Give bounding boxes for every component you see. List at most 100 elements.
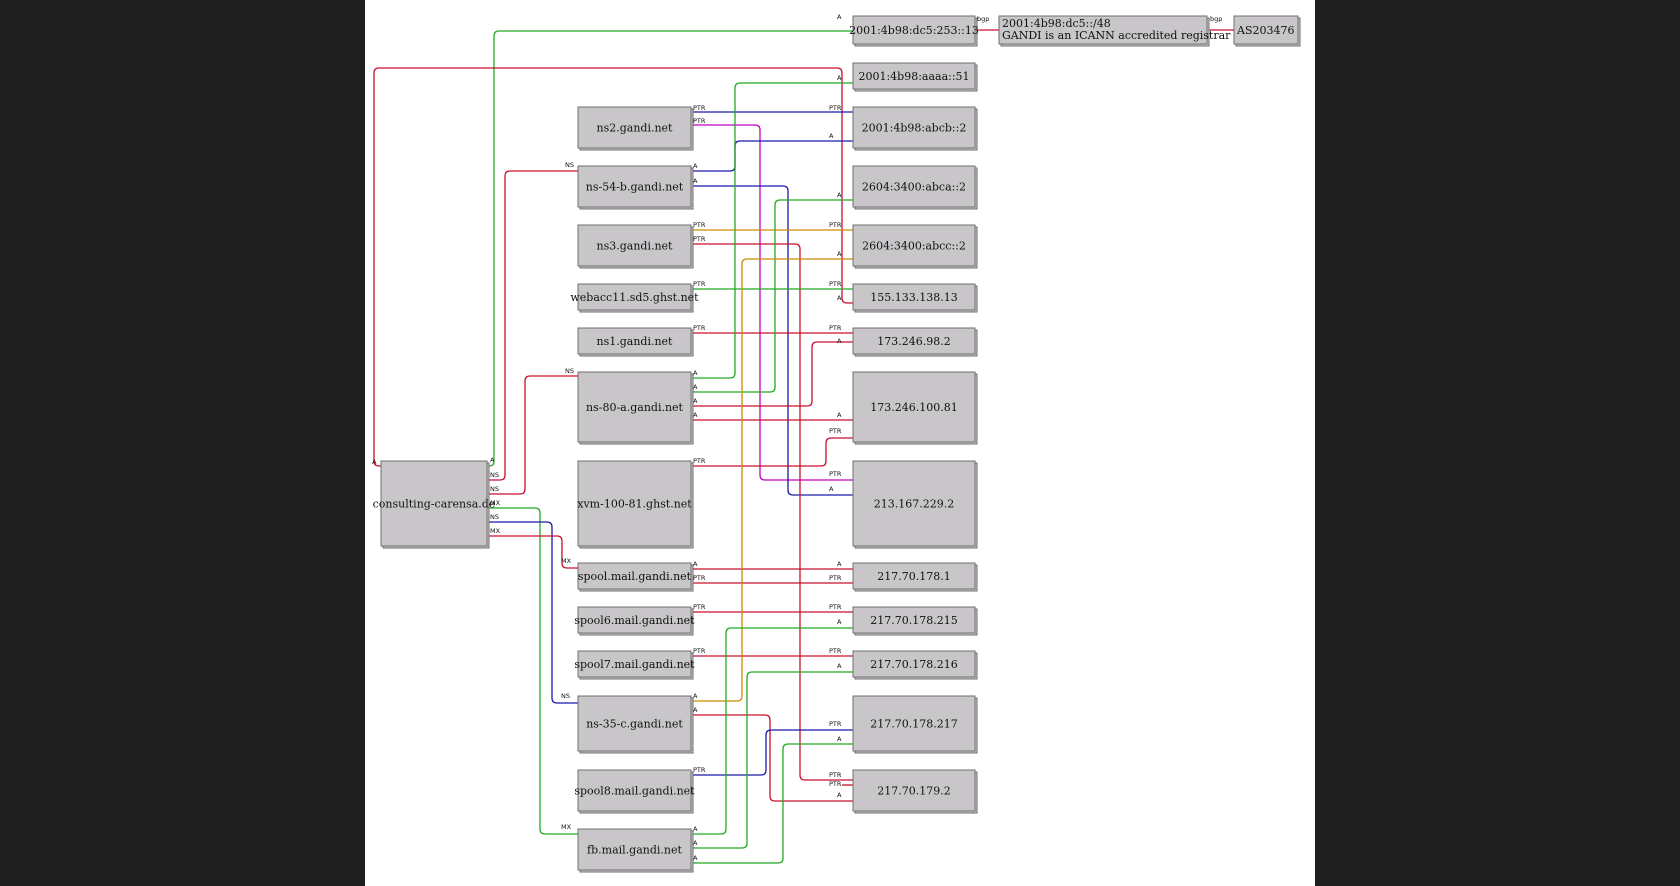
edge-line bbox=[691, 124, 853, 481]
edge-label: A bbox=[693, 369, 698, 377]
edge-label: A bbox=[837, 13, 842, 21]
edge-label: PTR bbox=[693, 766, 706, 774]
edge-label: MX bbox=[490, 499, 501, 507]
edge-label: A bbox=[693, 692, 698, 700]
edge-label: PTR bbox=[693, 280, 706, 288]
edge-line bbox=[691, 185, 853, 496]
node-box bbox=[852, 165, 976, 208]
node-label: 2001:4b98:dc5:253::13 bbox=[849, 24, 979, 37]
edge-spool8-ip_217_217: PTR PTR bbox=[691, 720, 853, 776]
node-ip_abca: 2604:3400:abca::2 bbox=[852, 165, 978, 210]
edge-line bbox=[691, 714, 853, 802]
node-box bbox=[577, 828, 692, 871]
node-box bbox=[380, 460, 488, 547]
edge-label: A bbox=[837, 735, 842, 743]
node-label: xvm-100-81.ghst.net bbox=[577, 498, 692, 511]
node-box bbox=[577, 695, 692, 752]
edge-line bbox=[487, 521, 578, 704]
node-box bbox=[852, 606, 976, 634]
edge-label: PTR bbox=[829, 720, 842, 728]
node-ns3: ns3.gandi.net bbox=[577, 224, 694, 269]
edge-label: PTR bbox=[693, 457, 706, 465]
node-box bbox=[852, 562, 976, 590]
edge-label: A bbox=[837, 250, 842, 258]
node-box bbox=[852, 695, 976, 752]
edge-label: A bbox=[837, 191, 842, 199]
edge-label: A bbox=[837, 337, 842, 345]
edge-label: PTR bbox=[829, 780, 842, 788]
edge-label: MX bbox=[490, 527, 501, 535]
edge-label: A bbox=[693, 825, 698, 833]
edge-label: A bbox=[693, 162, 698, 170]
edge-line bbox=[487, 535, 578, 569]
edge-line bbox=[487, 170, 578, 481]
edge-ns35c-ip_abcc: AA bbox=[691, 250, 853, 702]
node-ns35c: ns-35-c.gandi.net bbox=[577, 695, 694, 754]
edge-label: A bbox=[837, 791, 842, 799]
edge-ns2-ip_213: PTR PTR bbox=[691, 117, 853, 481]
node-spool8: spool8.mail.gandi.net bbox=[574, 769, 695, 814]
edge-ns80a-ip_aaaa: AA bbox=[691, 74, 853, 379]
node-webacc: webacc11.sd5.ghst.net bbox=[570, 283, 699, 313]
edge-label: PTR bbox=[693, 324, 706, 332]
edge-line bbox=[487, 375, 578, 495]
node-ns1: ns1.gandi.net bbox=[577, 327, 694, 357]
node-box bbox=[577, 224, 692, 267]
edge-line bbox=[691, 82, 853, 379]
node-ip_abcb: 2001:4b98:abcb::2 bbox=[852, 106, 978, 151]
node-box bbox=[852, 62, 976, 90]
edge-line bbox=[691, 243, 853, 781]
node-box bbox=[1233, 15, 1299, 45]
node-ip_217_215: 217.70.178.215 bbox=[852, 606, 978, 636]
edge-consulting-ns54b: NS NS bbox=[487, 161, 578, 481]
edge-label: A bbox=[693, 411, 698, 419]
node-fb: fb.mail.gandi.net bbox=[577, 828, 694, 873]
node-box bbox=[577, 606, 692, 634]
edge-label: A bbox=[837, 560, 842, 568]
edge-line bbox=[691, 199, 853, 393]
edge-line bbox=[487, 30, 853, 467]
node-box bbox=[577, 769, 692, 812]
edge-label: A bbox=[490, 456, 495, 464]
edge-label: A bbox=[693, 560, 698, 568]
node-label: 173.246.100.81 bbox=[870, 401, 957, 414]
edge-label: NS bbox=[565, 367, 574, 375]
edge-ns80a-ip_abca: AA bbox=[691, 191, 853, 393]
edge-line bbox=[691, 341, 853, 407]
node-label: 2604:3400:abcc::2 bbox=[862, 240, 966, 253]
edge-label: A bbox=[693, 383, 698, 391]
node-box bbox=[852, 15, 976, 45]
node-box bbox=[852, 283, 976, 311]
node-label: spool.mail.gandi.net bbox=[578, 570, 692, 583]
edge-label: NS bbox=[490, 513, 499, 521]
edge-label: PTR bbox=[829, 574, 842, 582]
edge-label: NS bbox=[565, 161, 574, 169]
edge-label: PTR bbox=[693, 603, 706, 611]
node-box bbox=[852, 224, 976, 267]
edge-ns35c-ip_179_2: AA bbox=[691, 706, 853, 802]
edge-label: MX bbox=[561, 823, 572, 831]
edge-label: PTR bbox=[693, 647, 706, 655]
node-box bbox=[577, 460, 692, 547]
edge-line bbox=[691, 729, 853, 776]
node-box bbox=[577, 106, 692, 149]
edge-line bbox=[691, 437, 853, 467]
node-label: ns2.gandi.net bbox=[597, 122, 674, 135]
node-box bbox=[577, 283, 692, 311]
edge-line bbox=[691, 140, 853, 172]
node-box bbox=[852, 769, 976, 812]
edge-line bbox=[691, 627, 853, 835]
edge-ns54b-ip_213: AA bbox=[691, 177, 853, 496]
